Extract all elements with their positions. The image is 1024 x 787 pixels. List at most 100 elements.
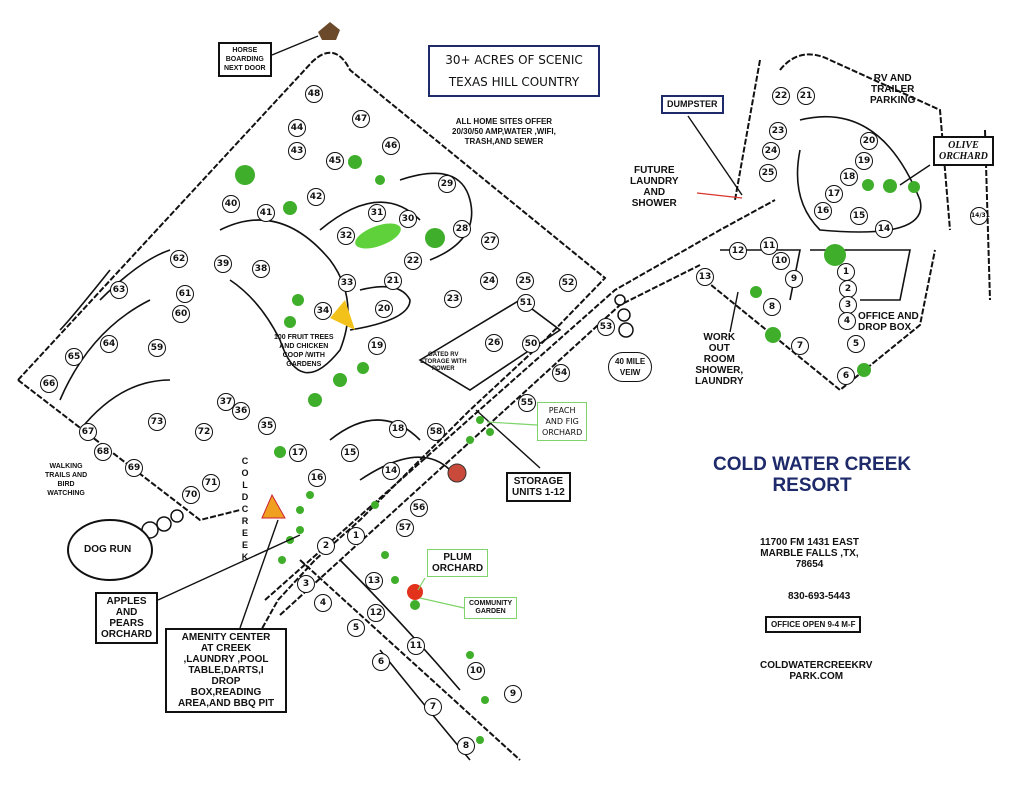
site-number: 14 bbox=[875, 220, 893, 238]
horse-boarding-label: HORSE BOARDING NEXT DOOR bbox=[218, 42, 272, 77]
site-number: 18 bbox=[840, 168, 858, 186]
site-number: 65 bbox=[65, 348, 83, 366]
site-number: 26 bbox=[485, 334, 503, 352]
dog-run-label: DOG RUN bbox=[84, 544, 132, 555]
site-number: 40 bbox=[222, 195, 240, 213]
site-number: 25 bbox=[516, 272, 534, 290]
site-number: 52 bbox=[559, 274, 577, 292]
site-number: 24 bbox=[762, 142, 780, 160]
site-number: 39 bbox=[214, 255, 232, 273]
site-number: 9 bbox=[785, 270, 803, 288]
site-number: 23 bbox=[444, 290, 462, 308]
rv-parking-label: RV AND TRAILER PARKING bbox=[870, 73, 916, 106]
site-number: 69 bbox=[125, 459, 143, 477]
site-number: 46 bbox=[382, 137, 400, 155]
site-number: 13 bbox=[696, 268, 714, 286]
site-number: 13 bbox=[365, 572, 383, 590]
future-laundry-pointer bbox=[696, 192, 743, 199]
site-number: 2 bbox=[317, 537, 335, 555]
site-number: 25 bbox=[759, 164, 777, 182]
site-number: 64 bbox=[100, 335, 118, 353]
site-number: 20 bbox=[375, 300, 393, 318]
site-number: 3 bbox=[297, 575, 315, 593]
site-number: 42 bbox=[307, 188, 325, 206]
site-number: 4 bbox=[314, 594, 332, 612]
site-number: 18 bbox=[389, 420, 407, 438]
title-line-1: COLD WATER CREEK bbox=[713, 454, 912, 475]
site-number: 66 bbox=[40, 375, 58, 393]
site-number: 27 bbox=[481, 232, 499, 250]
community-garden-label: COMMUNITY GARDEN bbox=[464, 597, 518, 619]
site-number: 20 bbox=[860, 132, 878, 150]
site-number: 55 bbox=[518, 394, 536, 412]
site-number: 7 bbox=[791, 337, 809, 355]
site-number: 67 bbox=[79, 423, 97, 441]
mile-view-label: 40 MILE VEIW bbox=[608, 352, 653, 382]
phone: 830-693-5443 bbox=[788, 591, 851, 602]
site-number: 54 bbox=[552, 364, 570, 382]
dumpster-label: DUMPSTER bbox=[661, 95, 724, 114]
plum-orchard-label: PLUM ORCHARD bbox=[427, 549, 489, 577]
ladybug-icon bbox=[447, 463, 467, 483]
site-number: 72 bbox=[195, 423, 213, 441]
site-number: 21 bbox=[384, 272, 402, 290]
site-number: 19 bbox=[855, 152, 873, 170]
site-number: 36 bbox=[232, 402, 250, 420]
amenities-note: ALL HOME SITES OFFER 20/30/50 AMP,WATER … bbox=[452, 117, 556, 146]
site-number: 56 bbox=[410, 499, 428, 517]
office-label: OFFICE AND DROP BOX bbox=[858, 311, 919, 333]
site-number: 37 bbox=[217, 393, 235, 411]
site-number: 22 bbox=[404, 252, 422, 270]
site-number: 30 bbox=[399, 210, 417, 228]
site-number: 22 bbox=[772, 87, 790, 105]
park-boundary-south bbox=[17, 379, 521, 761]
site-number: 3 bbox=[839, 296, 857, 314]
pointer-lines bbox=[157, 35, 931, 629]
website-line-2: PARK.COM bbox=[789, 671, 844, 682]
website-line-1: COLDWATERCREEKRV bbox=[760, 660, 873, 671]
site-number: 61 bbox=[176, 285, 194, 303]
site-number: 29 bbox=[438, 175, 456, 193]
circle-path bbox=[141, 294, 634, 539]
site-number: 15 bbox=[850, 207, 868, 225]
site-number: 38 bbox=[252, 260, 270, 278]
site-number: 1 bbox=[837, 263, 855, 281]
site-number: 71 bbox=[202, 474, 220, 492]
horse-icon bbox=[318, 22, 340, 40]
site-number: 21 bbox=[797, 87, 815, 105]
address-zip: 78654 bbox=[795, 559, 824, 570]
site-number: 10 bbox=[467, 662, 485, 680]
walking-trails-label: WALKING TRAILS AND BIRD WATCHING bbox=[45, 463, 88, 497]
site-number: 47 bbox=[352, 110, 370, 128]
site-number: 44 bbox=[288, 119, 306, 137]
workout-room-label: WORK OUT ROOM SHOWER, LAUNDRY bbox=[695, 332, 744, 387]
storage-units-label: STORAGE UNITS 1-12 bbox=[506, 472, 571, 502]
site-number: 6 bbox=[837, 367, 855, 385]
site-number: 4 bbox=[838, 312, 856, 330]
site-number: 17 bbox=[289, 444, 307, 462]
apples-pears-orchard-label: APPLES AND PEARS ORCHARD bbox=[95, 592, 159, 644]
site-number: 6 bbox=[372, 653, 390, 671]
site-number: 34 bbox=[314, 302, 332, 320]
trees bbox=[235, 155, 920, 744]
site-number: 51 bbox=[517, 294, 535, 312]
site-number: 63 bbox=[110, 281, 128, 299]
site-number: 35 bbox=[258, 417, 276, 435]
park-boundary-west bbox=[17, 51, 607, 651]
site-number: 9 bbox=[504, 685, 522, 703]
park-boundary-east bbox=[704, 53, 951, 392]
gated-storage-label: GATED RV STORAGE WITH POWER bbox=[420, 352, 467, 372]
peach-fig-orchard-label: PEACH AND FIG ORCHARD bbox=[537, 402, 588, 441]
site-number: 43 bbox=[288, 142, 306, 160]
site-number: 50 bbox=[522, 335, 540, 353]
amenity-center-label: AMENITY CENTER AT CREEK ,LAUNDRY ,POOL T… bbox=[165, 628, 287, 713]
site-number: 33 bbox=[338, 274, 356, 292]
site-number: 19 bbox=[368, 337, 386, 355]
site-number: 11 bbox=[760, 237, 778, 255]
site-number: 17 bbox=[825, 185, 843, 203]
site-number: 28 bbox=[453, 220, 471, 238]
site-number: 5 bbox=[847, 335, 865, 353]
dog-run-area bbox=[67, 519, 153, 581]
